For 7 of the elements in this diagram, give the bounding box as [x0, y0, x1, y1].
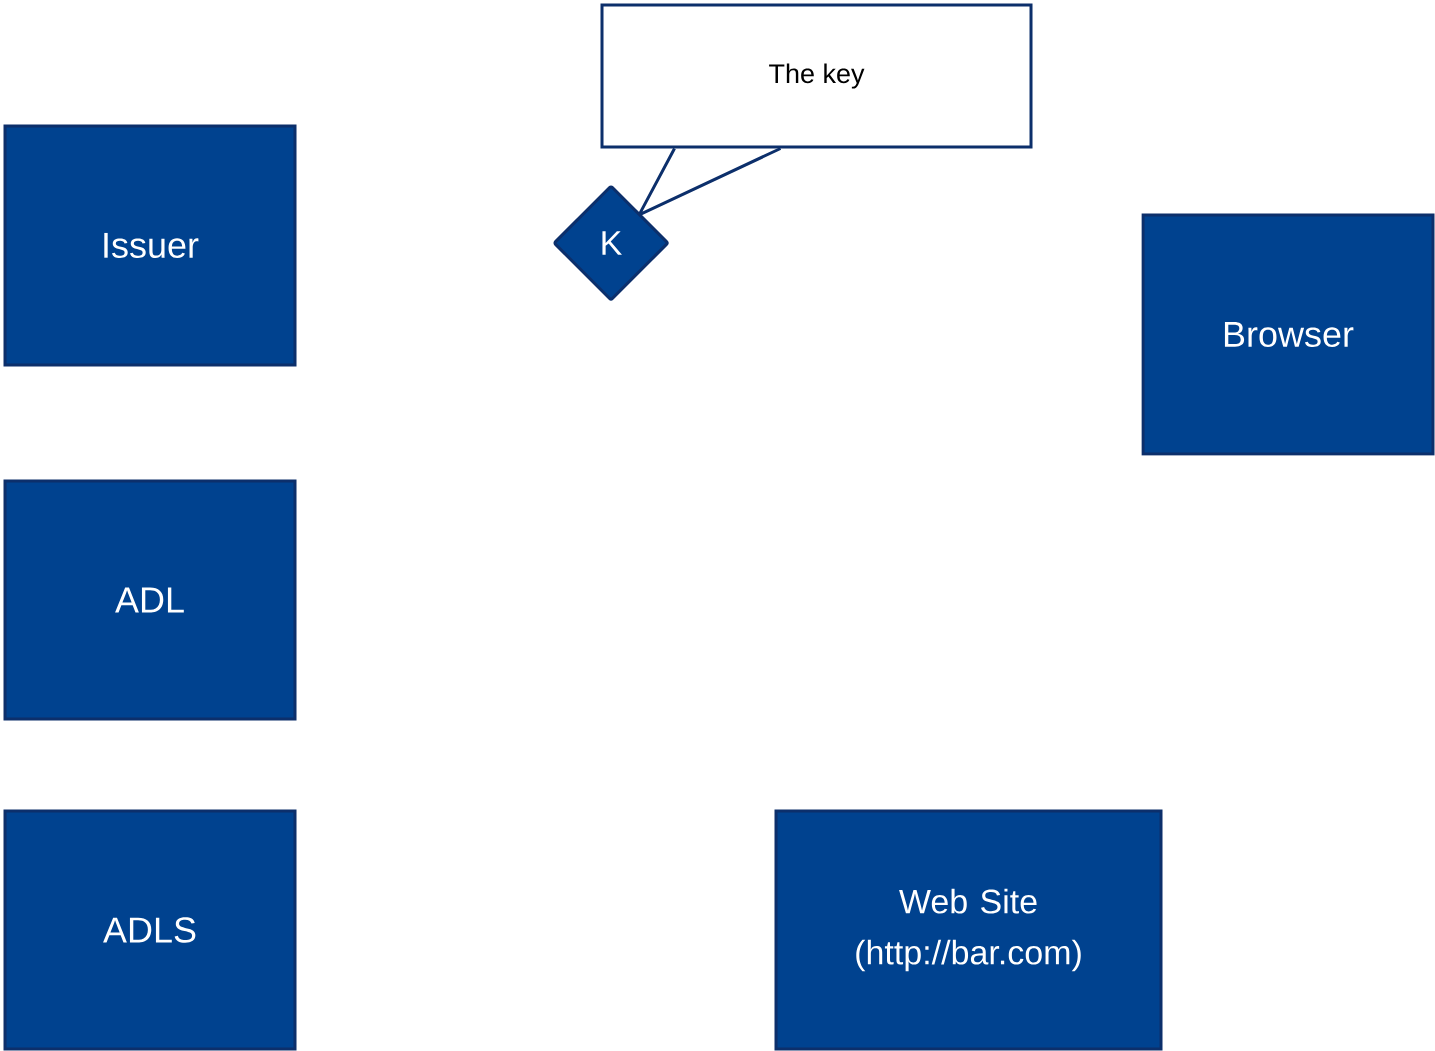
process-box: ADL	[3, 479, 297, 721]
process-box: Browser	[1141, 213, 1435, 456]
process-box: ADLS	[3, 809, 297, 1051]
process-box: Issuer	[3, 124, 297, 367]
callout-pointer	[637, 147, 782, 217]
process-box: Web Site (http://bar.com)	[774, 809, 1163, 1051]
callout-box: The key	[600, 3, 1033, 149]
